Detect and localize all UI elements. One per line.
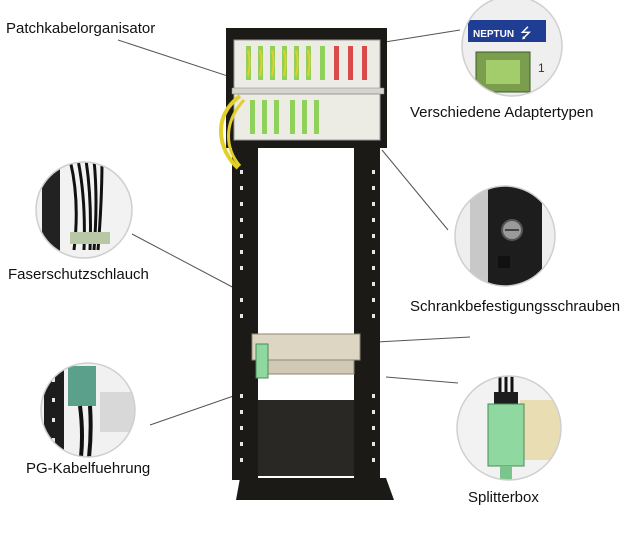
usb-icon: ⭍ (520, 26, 532, 42)
patch-panel-upper (233, 39, 381, 91)
splitter-box-rack (255, 343, 269, 379)
label-splitter-box: Splitterbox (468, 489, 539, 506)
detail-cabinet-screws (454, 185, 556, 287)
rack-post-holes (240, 170, 375, 462)
leader-cabinet-screws (381, 149, 449, 231)
patch-organizer-bar (231, 87, 385, 95)
rack-base (236, 478, 394, 500)
label-pg-cable-guide: PG-Kabelfuehrung (26, 460, 151, 477)
leader-splitter-box-2 (385, 376, 459, 384)
leader-fiber-hose (131, 233, 239, 291)
detail-adapter-types: NEPTUN ⭍ 1 (461, 0, 563, 97)
leader-pg-cable-guide (149, 391, 246, 426)
rack-floor (258, 400, 358, 476)
neptun-plate (468, 20, 546, 42)
label-adapter-types: Verschiedene Adaptertypen (410, 104, 594, 121)
adapter-number: 1 (538, 61, 545, 75)
label-patch-organizer: Patchkabelorganisator (6, 20, 156, 37)
label-fiber-hose: Faserschutzschlauch (8, 266, 149, 283)
splitter-bracket (251, 333, 361, 379)
detail-pg-cable-guide (40, 362, 136, 458)
patch-panel-lower (233, 93, 381, 141)
detail-fiber-hose (35, 161, 133, 259)
rack (219, 28, 394, 500)
rack-post-left (232, 140, 258, 480)
rack-post-right (354, 140, 380, 480)
detail-splitter-box (456, 375, 562, 481)
leader-adapter-types (384, 29, 461, 43)
neptun-brand: NEPTUN (473, 29, 514, 40)
label-cabinet-screws: Schrankbefestigungsschrauben (410, 298, 621, 315)
splitter-body (487, 403, 525, 467)
